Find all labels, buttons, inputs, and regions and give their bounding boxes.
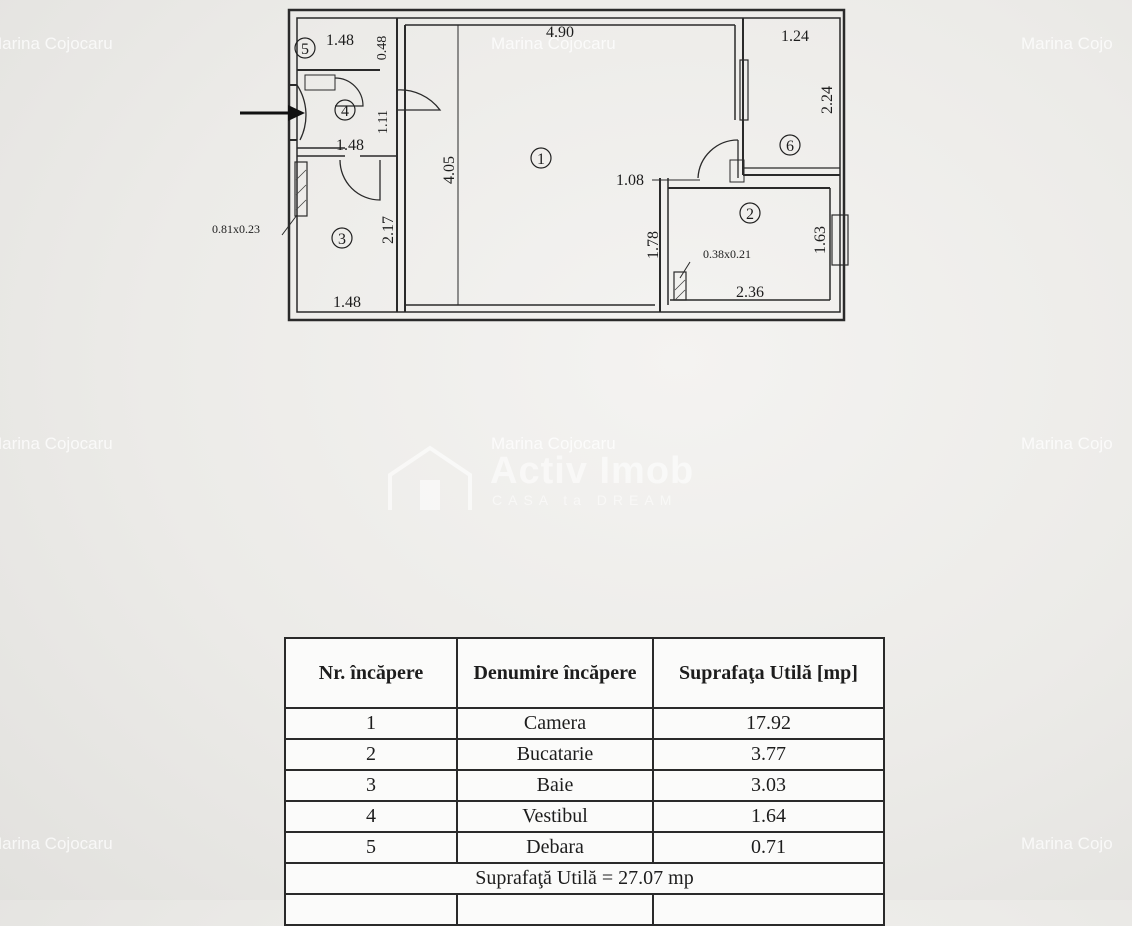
room-number-3: 3 <box>338 231 346 248</box>
dim-label: 1.24 <box>781 28 809 45</box>
room-number-5: 5 <box>301 41 309 58</box>
entry-arrow-icon <box>240 105 305 121</box>
cell-number: 2 <box>284 738 458 771</box>
table-row: 2 Bucatarie 3.77 <box>284 738 885 771</box>
room-number-6: 6 <box>786 138 794 155</box>
total-area: Suprafaţă Utilă = 27.07 mp <box>284 862 885 895</box>
dim-label: 1.78 <box>645 231 662 259</box>
dim-label: 2.17 <box>380 216 397 244</box>
header-area: Suprafaţa Utilă [mp] <box>652 637 885 709</box>
table-total-row: Suprafaţă Utilă = 27.07 mp <box>284 862 885 895</box>
agency-logo: Activ Imob CASA ta DREAM <box>380 440 780 520</box>
house-icon <box>388 445 472 510</box>
table-row: 3 Baie 3.03 <box>284 769 885 802</box>
table-row-partial <box>284 893 885 926</box>
table-row: 5 Debara 0.71 <box>284 831 885 864</box>
watermark: Marina Cojocaru <box>491 434 616 453</box>
room-number-2: 2 <box>746 206 754 223</box>
dim-label: 2.36 <box>736 284 764 301</box>
watermark: Marina Cojo <box>1021 434 1113 453</box>
cell-partial <box>284 893 458 926</box>
floor-plan: 1 2 3 4 5 6 4.90 1.48 0.48 1.11 1.48 4.0… <box>212 8 849 322</box>
cell-number: 4 <box>284 800 458 833</box>
cell-partial <box>456 893 654 926</box>
cell-name: Vestibul <box>456 800 654 833</box>
header-room-name: Denumire încăpere <box>456 637 654 709</box>
outer-wall-outer <box>287 8 846 322</box>
room-number-4: 4 <box>341 103 349 120</box>
cell-number: 1 <box>284 707 458 740</box>
dim-label: 2.24 <box>819 86 836 114</box>
cell-number: 3 <box>284 769 458 802</box>
dim-label: 0.48 <box>375 36 390 61</box>
dim-label: 1.48 <box>333 294 361 311</box>
cell-partial <box>652 893 885 926</box>
dim-label: 0.81x0.23 <box>212 222 260 236</box>
cell-area: 3.77 <box>652 738 885 771</box>
cell-number: 5 <box>284 831 458 864</box>
table-row: 4 Vestibul 1.64 <box>284 800 885 833</box>
watermark: Marina Cojo <box>1021 834 1113 853</box>
table-header-row: Nr. încăpere Denumire încăpere Suprafaţa… <box>284 637 885 709</box>
area-table: Nr. încăpere Denumire încăpere Suprafaţa… <box>284 637 885 926</box>
header-room-number: Nr. încăpere <box>284 637 458 709</box>
cell-area: 3.03 <box>652 769 885 802</box>
dim-label: 1.63 <box>812 226 829 254</box>
cell-area: 1.64 <box>652 800 885 833</box>
cell-name: Debara <box>456 831 654 864</box>
watermark: Marina Cojo <box>1021 34 1113 53</box>
outer-wall-inner <box>296 17 841 313</box>
dim-label: 4.05 <box>441 156 458 184</box>
cell-name: Bucatarie <box>456 738 654 771</box>
room-number-1: 1 <box>537 151 545 168</box>
cell-area: 17.92 <box>652 707 885 740</box>
dim-label: 1.48 <box>326 32 354 49</box>
watermark: Marina Cojocaru <box>0 834 113 853</box>
watermark: Marina Cojocaru <box>0 434 113 453</box>
table-row: 1 Camera 17.92 <box>284 707 885 740</box>
logo-title: Activ Imob <box>490 450 695 492</box>
cell-area: 0.71 <box>652 831 885 864</box>
watermark: Marina Cojocaru <box>0 34 113 53</box>
dim-label: 0.38x0.21 <box>703 247 751 261</box>
watermark: Marina Cojocaru <box>491 34 616 53</box>
dim-label: 1.08 <box>616 172 644 189</box>
cell-name: Baie <box>456 769 654 802</box>
cell-name: Camera <box>456 707 654 740</box>
logo-subtitle: CASA ta DREAM <box>492 492 678 508</box>
dim-label: 1.48 <box>336 137 364 154</box>
dim-label: 1.11 <box>376 110 391 134</box>
dim-label: 4.90 <box>546 24 574 41</box>
